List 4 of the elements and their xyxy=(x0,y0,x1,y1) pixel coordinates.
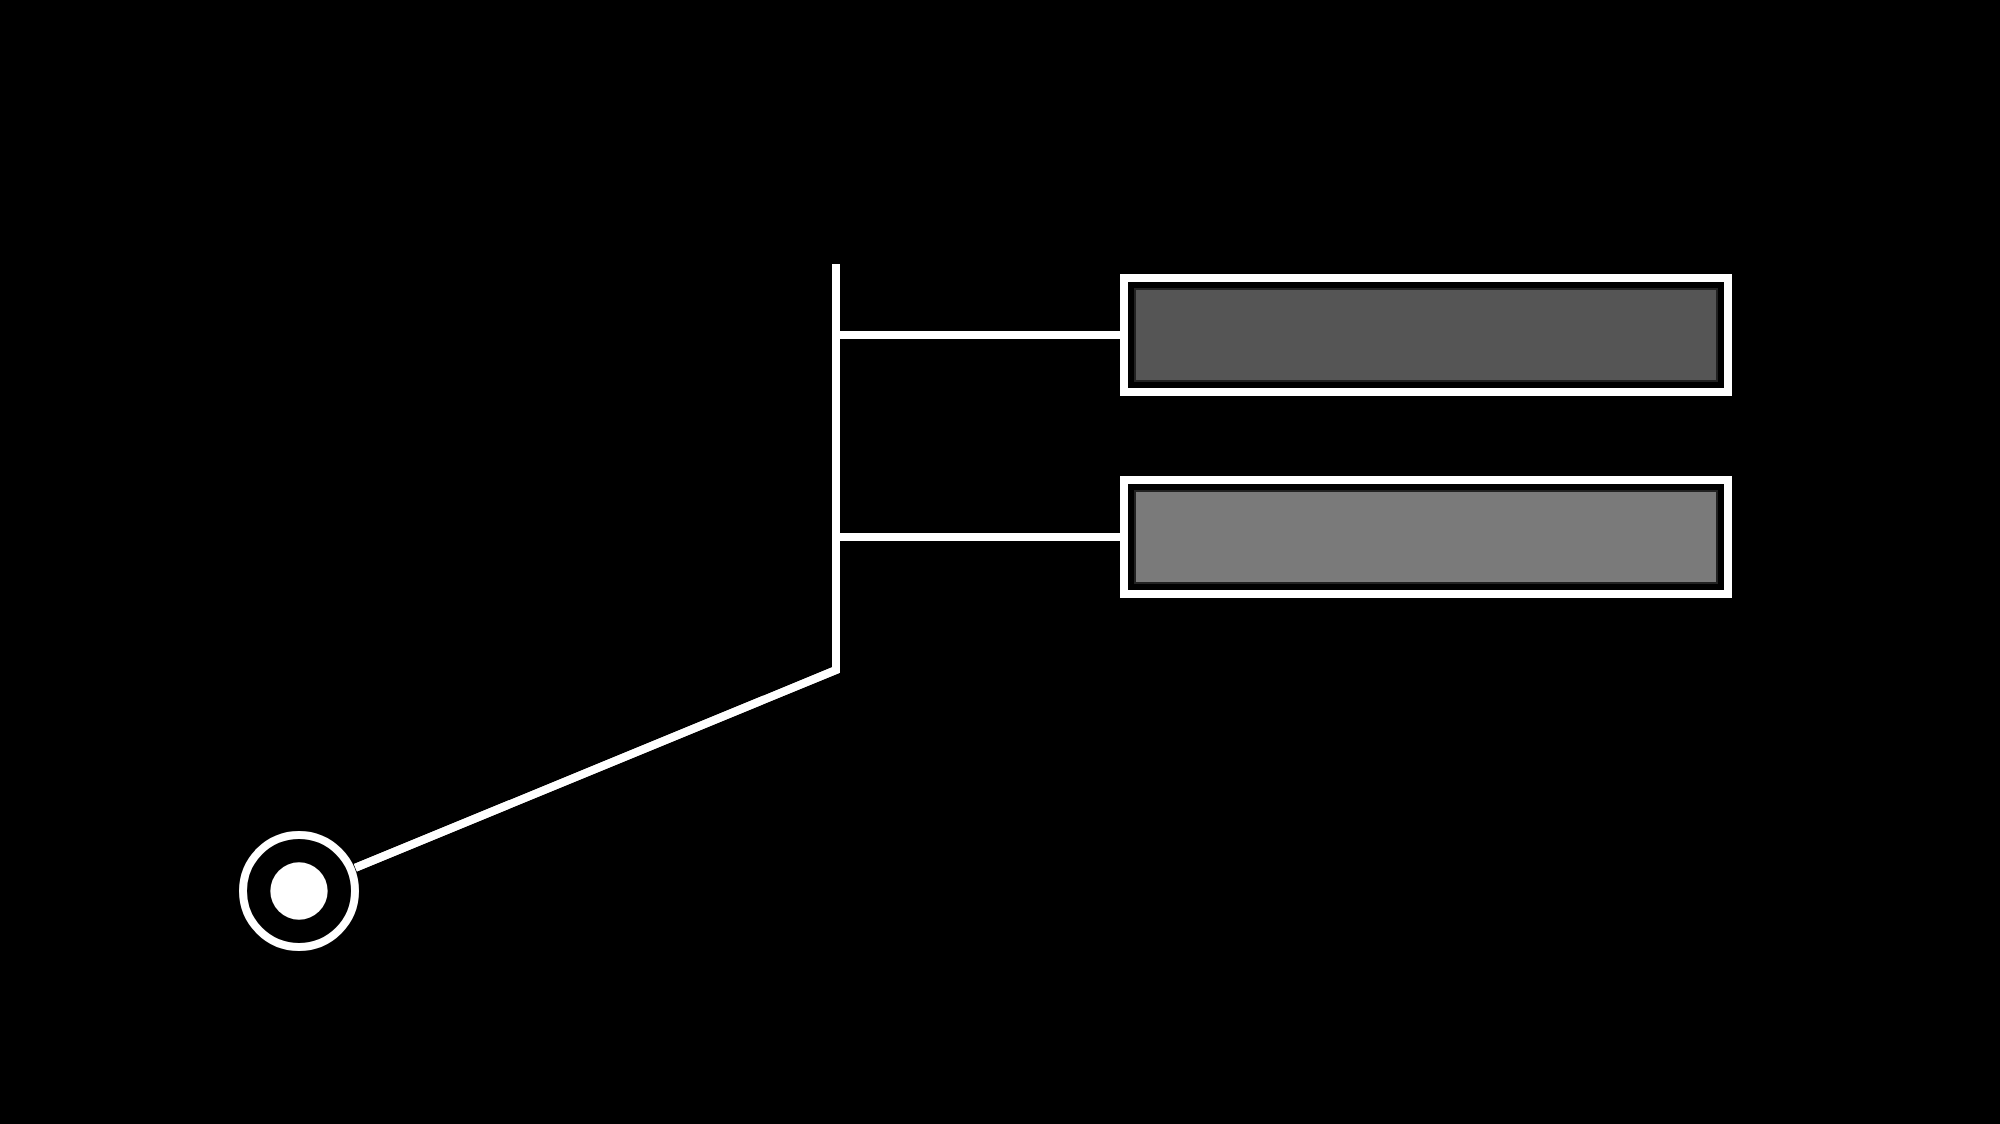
placeholder-bar xyxy=(1120,476,1732,598)
placeholder-bar xyxy=(1120,274,1732,396)
leader-line xyxy=(353,533,1120,872)
circle-marker xyxy=(238,830,360,952)
